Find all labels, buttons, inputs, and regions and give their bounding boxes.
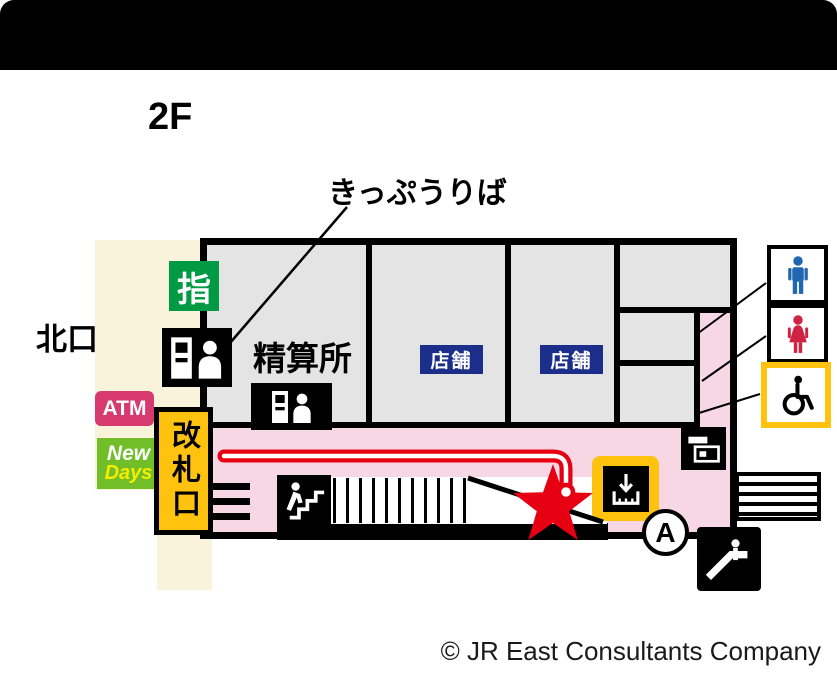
atm-badge: ATM (95, 391, 154, 426)
newdays-logo-bottom: Days (104, 461, 153, 484)
bottom-wall (277, 523, 608, 540)
shop-badge: 店舗 (540, 345, 603, 374)
interior-wall (614, 245, 620, 428)
interior-wall (614, 360, 700, 366)
men-restroom-icon (767, 245, 828, 304)
locker-icon (681, 427, 726, 470)
escalator-icon (697, 527, 761, 591)
fare-machine-pictogram (271, 390, 311, 423)
shop-label: 店舗 (550, 351, 593, 372)
ticket-office-label: きっぷうりば (328, 177, 507, 210)
stairs-pictogram (286, 482, 325, 520)
ticket-gate-bar (213, 498, 250, 505)
exit-a-badge: A (642, 509, 689, 556)
wheelchair-icon (761, 362, 831, 428)
wheelchair-pictogram (782, 375, 814, 416)
shop-badge: 店舗 (420, 345, 483, 374)
floor-label: 2F (148, 96, 193, 138)
escalator-pictogram (705, 539, 748, 581)
elevator-box (592, 456, 659, 521)
atm-label: ATM (102, 396, 147, 420)
side-stairs-strip (735, 472, 821, 521)
locker-pictogram (687, 436, 720, 463)
interior-wall (366, 245, 372, 428)
fare-machine-icon (251, 383, 332, 430)
newdays-logo-top: New (106, 442, 151, 466)
newdays-logo: New Days (97, 438, 160, 489)
interior-wall (694, 307, 700, 428)
stairs-icon (277, 475, 331, 525)
reserved-seat-sign: 指 (169, 261, 219, 311)
exit-a-label: A (655, 516, 676, 548)
elevator-icon (602, 465, 649, 512)
ticket-gate-bar (213, 483, 250, 490)
reserved-seat-label: 指 (177, 270, 211, 309)
elevator-pictogram (612, 473, 639, 505)
ticket-machine-icon (162, 328, 232, 387)
interior-wall (505, 245, 511, 428)
ticket-machine-pictogram (171, 336, 222, 379)
man-pictogram (787, 255, 808, 294)
north-exit-label: 北口 (36, 322, 98, 357)
woman-pictogram (787, 314, 808, 353)
shop-label: 店舗 (430, 351, 473, 372)
interior-wall (207, 422, 700, 428)
women-restroom-icon (767, 304, 828, 363)
fare-adjustment-label: 精算所 (253, 340, 352, 377)
stairs-steps (333, 478, 473, 523)
ticket-gate-bar (213, 513, 250, 520)
ticket-gate-sign-label: 改札口 (167, 420, 200, 522)
interior-wall (614, 307, 730, 313)
copyright-text: © JR East Consultants Company (440, 636, 821, 666)
header-bar (0, 0, 837, 70)
ticket-gate-sign: 改札口 (154, 407, 213, 535)
